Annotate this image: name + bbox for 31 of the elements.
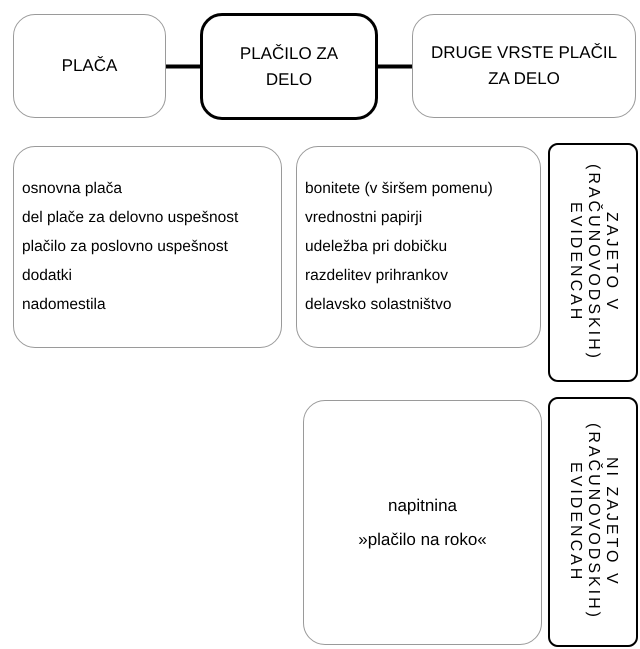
- vertical-label: (RAČUNOVODSKIH): [584, 164, 602, 361]
- side-box: [548, 397, 638, 647]
- node-label: PLAČILO ZA DELO: [238, 42, 340, 90]
- main-box: [200, 13, 378, 120]
- list-item: udeležba pri dobičku: [305, 237, 448, 257]
- vertical-label: (RAČUNOVODSKIH): [584, 423, 602, 620]
- list-item: vrednostni papirji: [305, 208, 424, 228]
- connector-line: [166, 64, 200, 68]
- node-label: PLAČA: [62, 55, 118, 77]
- side-box: [548, 143, 638, 382]
- node-label: DRUGE VRSTE PLAČIL ZA DELO: [430, 42, 618, 90]
- list-item: bonitete (v širšem pomenu): [305, 179, 494, 199]
- list-box: [296, 146, 541, 348]
- connector-line: [378, 64, 412, 68]
- rounded-box: [13, 14, 166, 118]
- vertical-label: NI ZAJETO V: [602, 456, 620, 589]
- node-label: »plačilo na roko«: [358, 528, 487, 550]
- list-box: [13, 146, 282, 348]
- list-item: del plače za delovno uspešnost: [22, 208, 240, 228]
- list-item: nadomestila: [22, 295, 107, 315]
- node-label: napitnina: [388, 494, 457, 516]
- vertical-label: EVIDENCAH: [566, 201, 584, 325]
- rounded-box: [412, 14, 636, 118]
- vertical-label: ZAJETO V: [602, 211, 620, 315]
- list-item: delavsko solastništvo: [305, 295, 452, 315]
- rounded-box: [303, 400, 542, 645]
- list-item: osnovna plača: [22, 179, 123, 199]
- list-item: plačilo za poslovno uspešnost: [22, 237, 229, 257]
- list-item: razdelitev prihrankov: [305, 266, 450, 286]
- list-item: dodatki: [22, 266, 73, 286]
- vertical-label: EVIDENCAH: [566, 460, 584, 584]
